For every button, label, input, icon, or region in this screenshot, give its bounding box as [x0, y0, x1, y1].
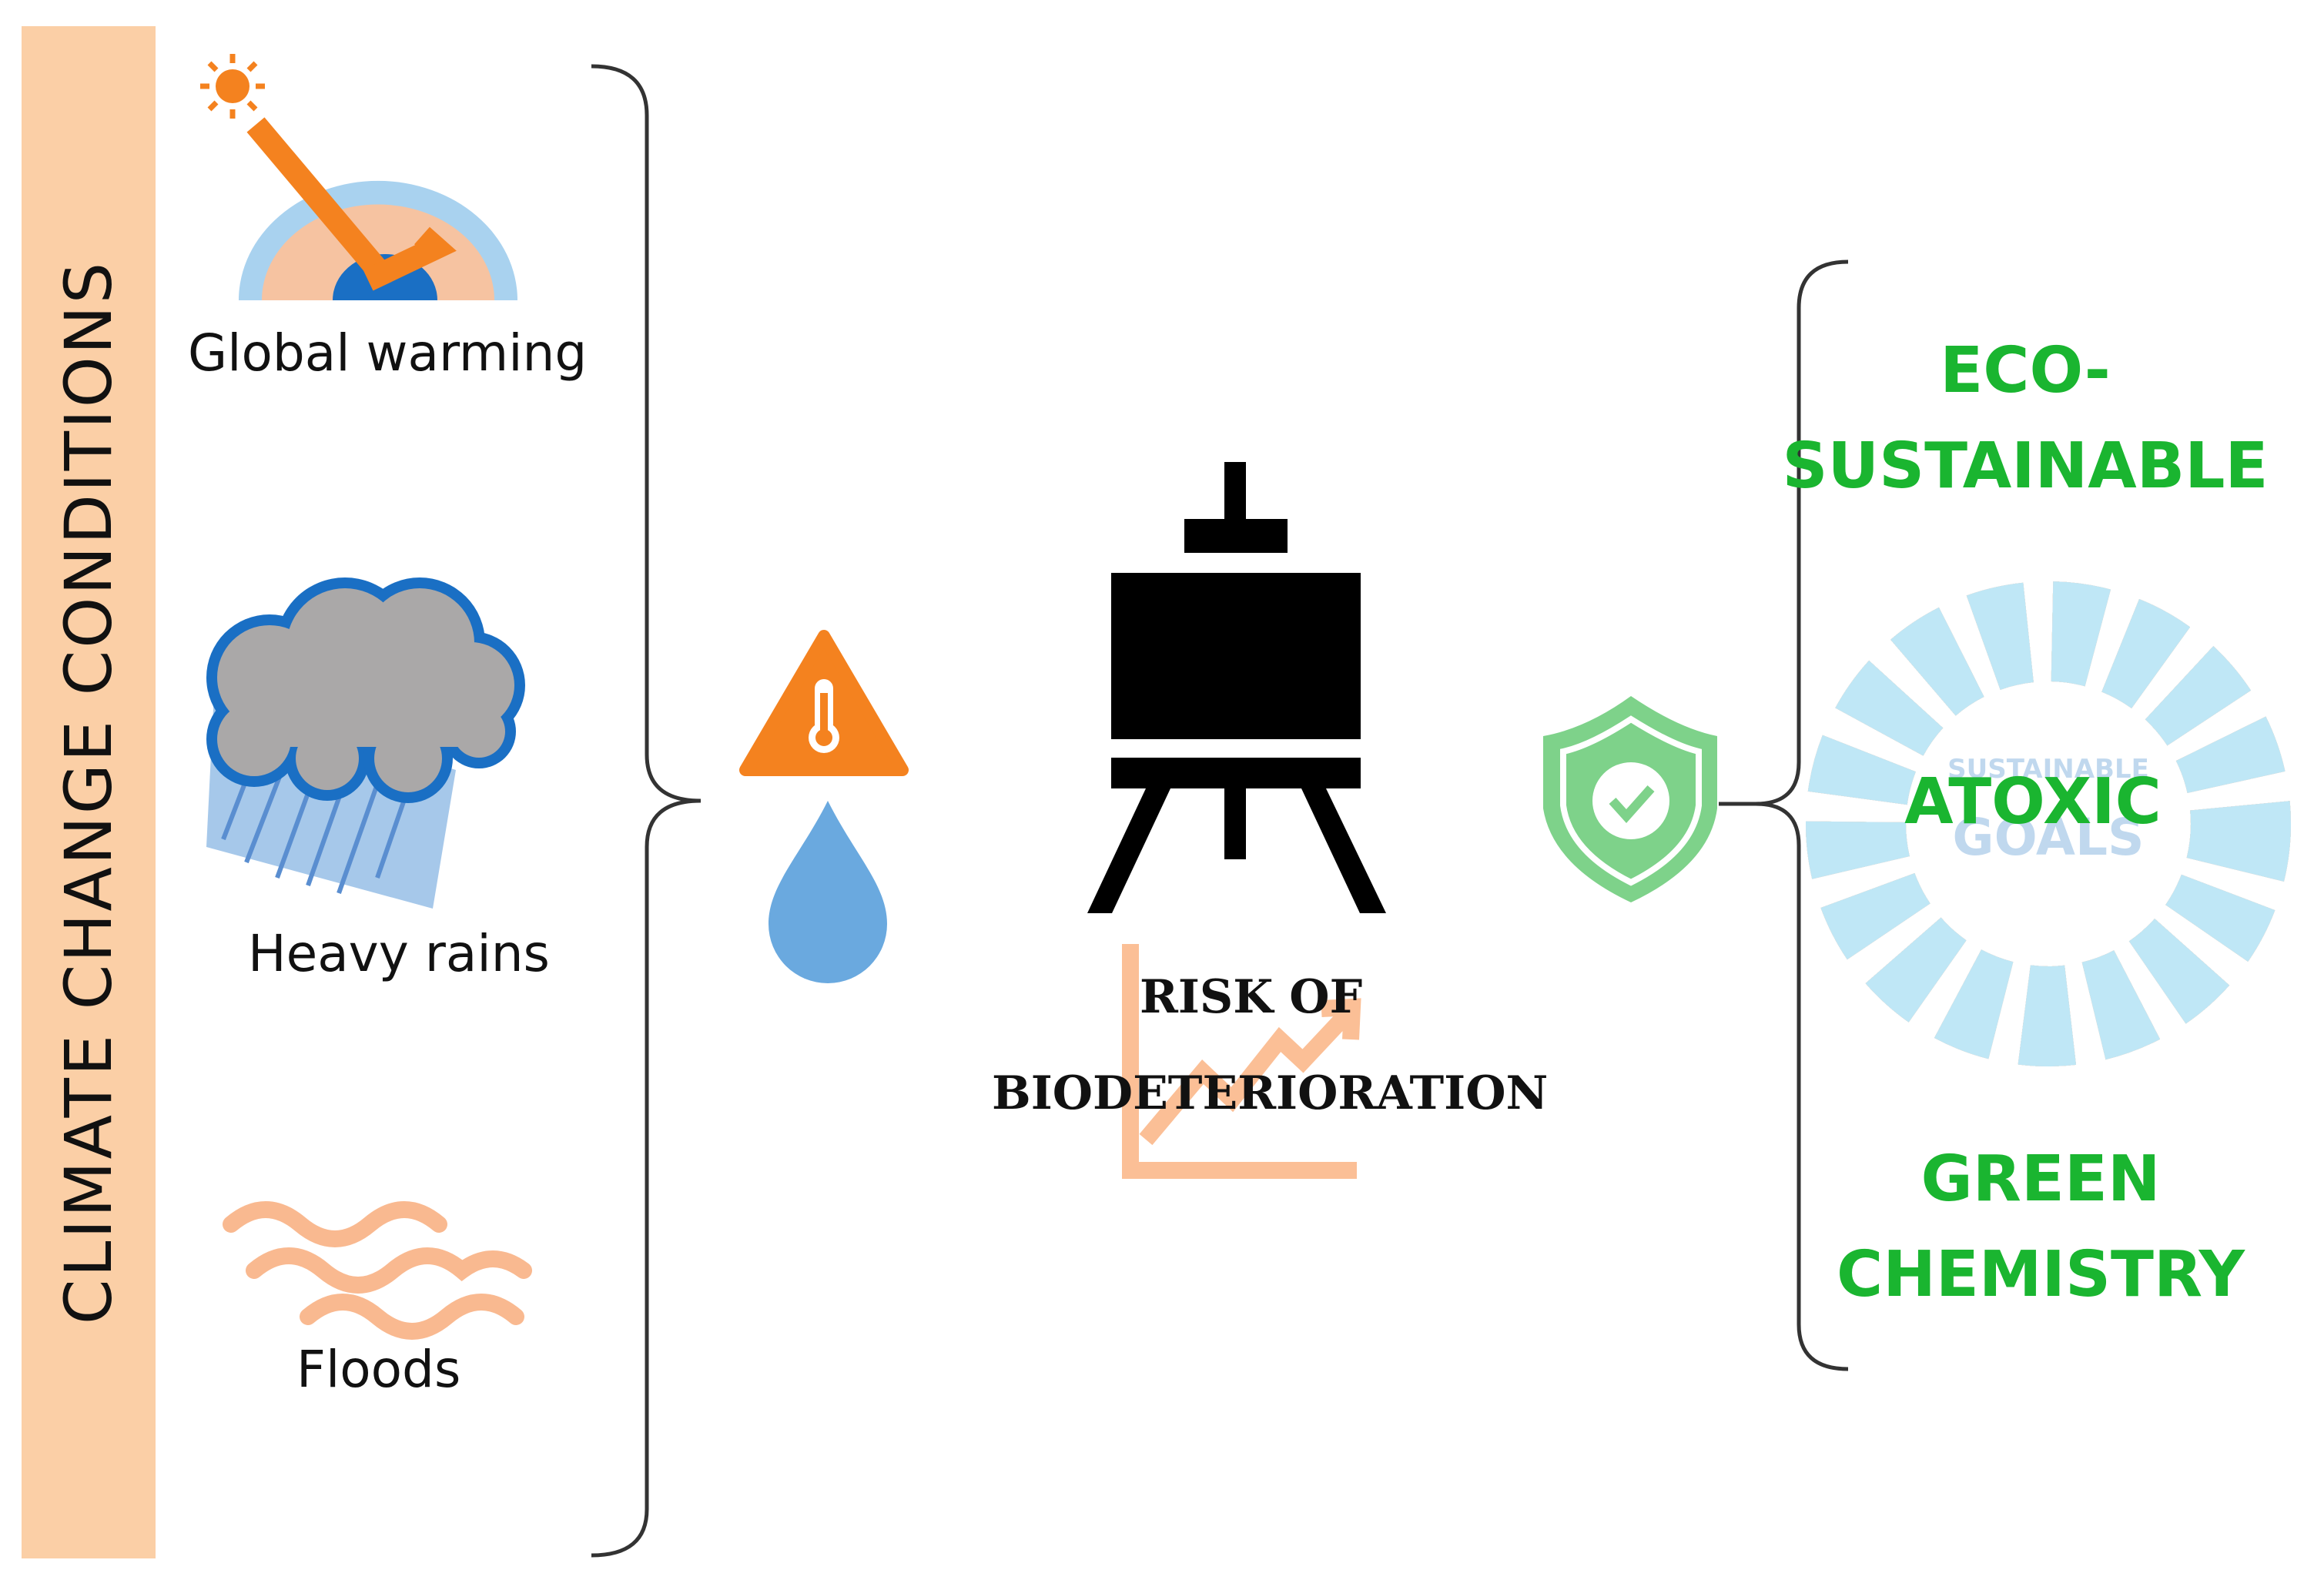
- water-drop-icon: [769, 801, 887, 983]
- left-curly-brace: [591, 64, 702, 1558]
- heavy-rain-cloud-icon: [206, 577, 525, 909]
- risk-of-label: RISK OF: [1140, 970, 1363, 1024]
- heavy-rains-label: Heavy rains: [248, 924, 550, 983]
- flood-waves-icon: [223, 1201, 532, 1340]
- sustainable-line: SUSTAINABLE: [1782, 430, 2269, 503]
- eco-sustainable-label: ECO- SUSTAINABLE: [1740, 323, 2310, 514]
- sustainable-development-goals-wheel-icon: SUSTAINABLE GOALS: [1806, 581, 2291, 1066]
- chemistry-line: CHEMISTRY: [1837, 1238, 2245, 1311]
- eco-line: ECO-: [1940, 334, 2111, 407]
- green-chemistry-label: GREEN CHEMISTRY: [1787, 1132, 2295, 1323]
- temperature-warning-icon: [739, 630, 909, 776]
- atoxic-label: ATOXIC: [1904, 765, 2162, 839]
- sdg-sustainable-text: SUSTAINABLE: [1947, 754, 2149, 785]
- easel-icon: [1087, 462, 1386, 913]
- sdg-goals-text: GOALS: [1952, 808, 2144, 867]
- right-curly-brace: [1755, 259, 1849, 1371]
- climate-conditions-bar: [22, 26, 156, 1558]
- rising-trend-chart-icon: [1122, 944, 1361, 1179]
- shield-check-icon: [1543, 696, 1717, 902]
- biodeterioration-label: BIODETERIORATION: [992, 1066, 1549, 1120]
- floods-label: Floods: [296, 1340, 461, 1399]
- global-warming-icon: [200, 54, 517, 300]
- green-line: GREEN: [1920, 1143, 2161, 1216]
- global-warming-label: Global warming: [188, 323, 588, 383]
